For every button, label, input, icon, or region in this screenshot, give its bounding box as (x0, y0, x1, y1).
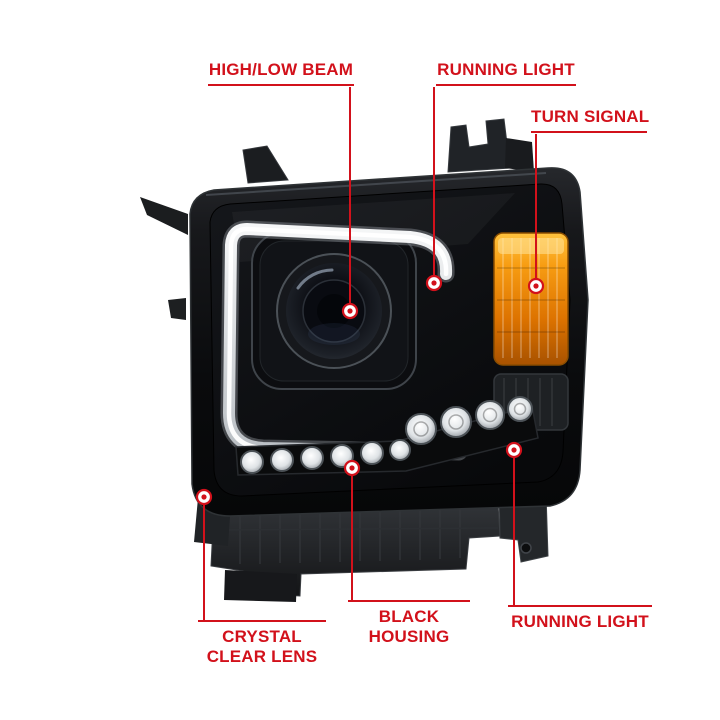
marker-running-light-top (425, 274, 443, 292)
callout-turn-signal: TURN SIGNAL (531, 107, 650, 133)
led-dot (405, 396, 533, 445)
marker-high-low-beam (341, 302, 359, 320)
projector-assembly (251, 232, 417, 390)
callout-crystal-clear-lens: CRYSTAL CLEAR LENS (198, 620, 326, 667)
callout-label: HIGH/LOW BEAM (208, 60, 354, 79)
callout-running-light-top: RUNNING LIGHT (436, 60, 576, 86)
callout-label: TURN SIGNAL (531, 107, 650, 126)
callout-markers (195, 274, 545, 506)
light-bar (220, 220, 468, 461)
callout-running-light-bottom: RUNNING LIGHT (508, 605, 652, 632)
marker-crystal-clear-lens (195, 488, 213, 506)
callout-label: RUNNING LIGHT (511, 612, 649, 631)
callout-label-line1: CRYSTAL (222, 627, 302, 646)
callout-label-line2: CLEAR LENS (206, 647, 318, 666)
mounting-tabs-top (140, 118, 534, 320)
marker-black-housing (343, 459, 361, 477)
turn-signal-lens (493, 232, 569, 366)
callout-label-line2: HOUSING (368, 627, 450, 646)
callout-high-low-beam: HIGH/LOW BEAM (208, 60, 354, 86)
led-strip (235, 396, 539, 476)
marker-running-light-bottom (505, 441, 523, 459)
callout-label: RUNNING LIGHT (437, 60, 575, 79)
callout-black-housing: BLACK HOUSING (348, 600, 470, 647)
marker-turn-signal (527, 277, 545, 295)
callout-lines (203, 87, 537, 621)
callout-label-line1: BLACK (378, 607, 440, 626)
